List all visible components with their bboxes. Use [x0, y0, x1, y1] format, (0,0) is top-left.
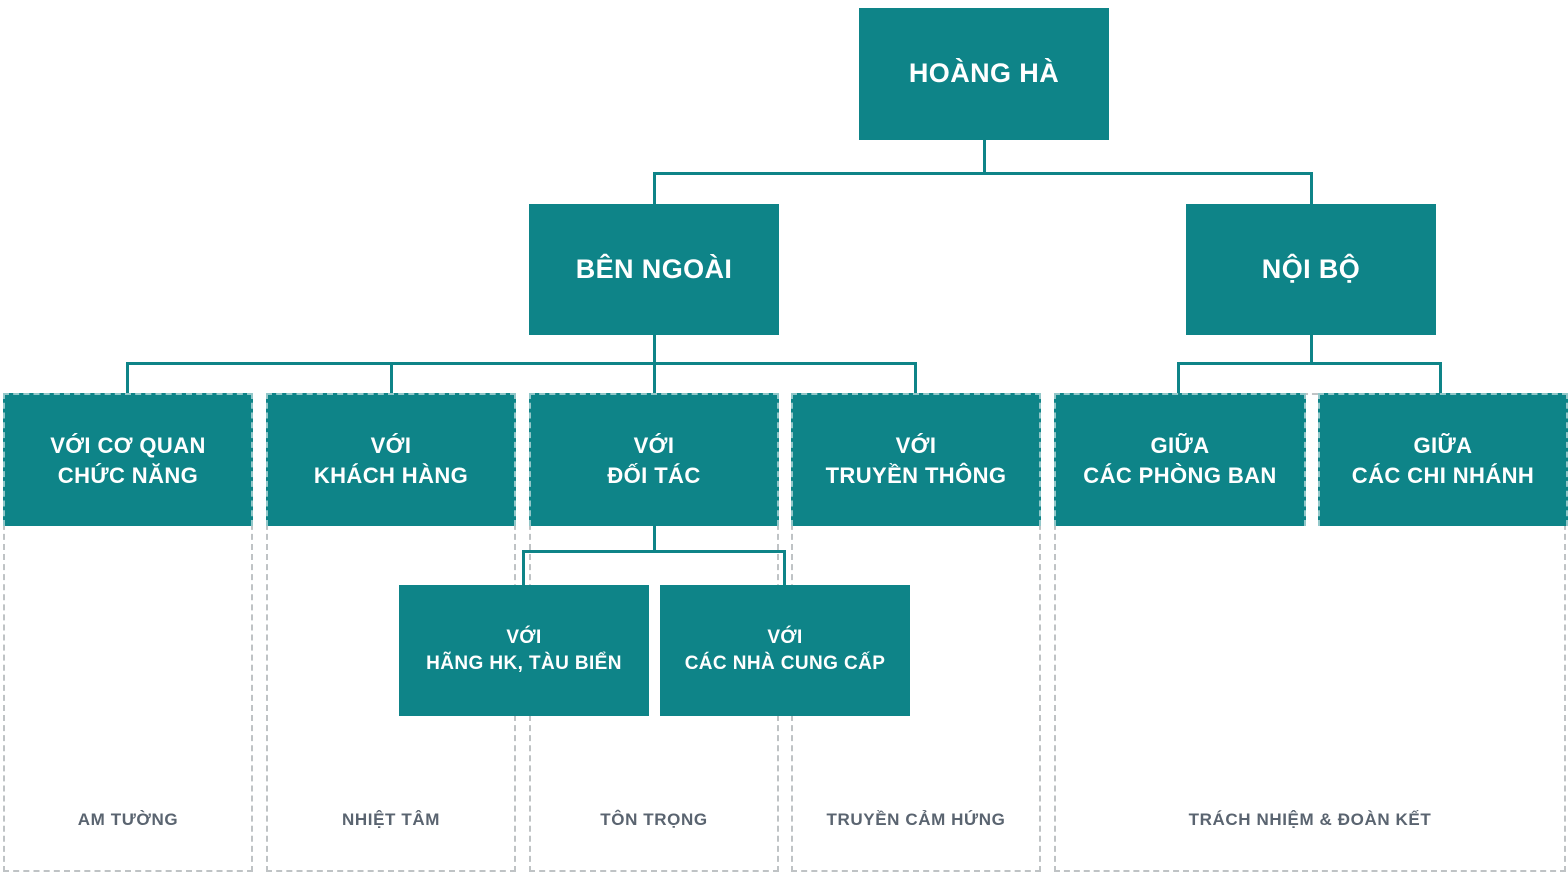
value-trach-nhiem-doan-ket: TRÁCH NHIỆM & ĐOÀN KẾT	[1188, 810, 1432, 829]
connector-external-drop	[653, 172, 656, 205]
connector-external-riser	[653, 335, 656, 365]
connector-int-drop-2	[1439, 362, 1442, 393]
value-am-tuong: AM TƯỜNG	[77, 810, 179, 829]
connector-internal-hline	[1177, 362, 1442, 365]
connector-ext-drop-4	[914, 362, 917, 393]
connector-internal-riser	[1310, 335, 1313, 365]
column-noi-bo-merged: GIỮA CÁC PHÒNG BAN GIỮA CÁC CHI NHÁNH TR…	[1054, 393, 1568, 872]
branch-internal: NỘI BỘ	[1186, 204, 1436, 335]
connector-int-drop-1	[1177, 362, 1180, 393]
value-truyen-cam-hung: TRUYỀN CẢM HỨNG	[826, 810, 1006, 829]
connector-ext-drop-2	[390, 362, 393, 393]
value-nhiet-tam: NHIỆT TÂM	[342, 810, 440, 829]
connector-ext-drop-3	[653, 362, 656, 393]
connector-external-hline	[126, 362, 917, 365]
node-giua-cac-chi-nhanh: GIỮA CÁC CHI NHÁNH	[1318, 393, 1568, 526]
connector-level2-hline	[653, 172, 1313, 175]
branch-external: BÊN NGOÀI	[529, 204, 779, 335]
node-voi-truyen-thong: VỚI TRUYỀN THÔNG	[791, 393, 1041, 526]
node-giua-cac-phong-ban: GIỮA CÁC PHÒNG BAN	[1054, 393, 1306, 526]
column-co-quan-chuc-nang: VỚI CƠ QUAN CHỨC NĂNG AM TƯỜNG	[3, 393, 253, 872]
connector-ext-drop-1	[126, 362, 129, 393]
column-truyen-thong: VỚI TRUYỀN THÔNG TRUYỀN CẢM HỨNG	[791, 393, 1041, 872]
root-node: HOÀNG HÀ	[859, 8, 1109, 140]
column-khach-hang: VỚI KHÁCH HÀNG NHIỆT TÂM	[266, 393, 516, 872]
connector-partner-drop-2	[783, 550, 786, 585]
node-voi-doi-tac: VỚI ĐỐI TÁC	[529, 393, 779, 526]
node-voi-co-quan-chuc-nang: VỚI CƠ QUAN CHỨC NĂNG	[3, 393, 253, 526]
connector-root-riser	[983, 140, 986, 173]
connector-partners-riser	[653, 524, 656, 552]
connector-partner-drop-1	[522, 550, 525, 585]
connector-internal-drop	[1310, 172, 1313, 205]
value-ton-trong: TÔN TRỌNG	[600, 810, 708, 829]
node-voi-khach-hang: VỚI KHÁCH HÀNG	[266, 393, 516, 526]
connector-partners-hline	[522, 550, 786, 553]
node-voi-cac-nha-cung-cap: VỚI CÁC NHÀ CUNG CẤP	[660, 585, 910, 716]
column-doi-tac: VỚI ĐỐI TÁC TÔN TRỌNG	[529, 393, 779, 872]
node-voi-hang-hk-tau-bien: VỚI HÃNG HK, TÀU BIỂN	[399, 585, 649, 716]
